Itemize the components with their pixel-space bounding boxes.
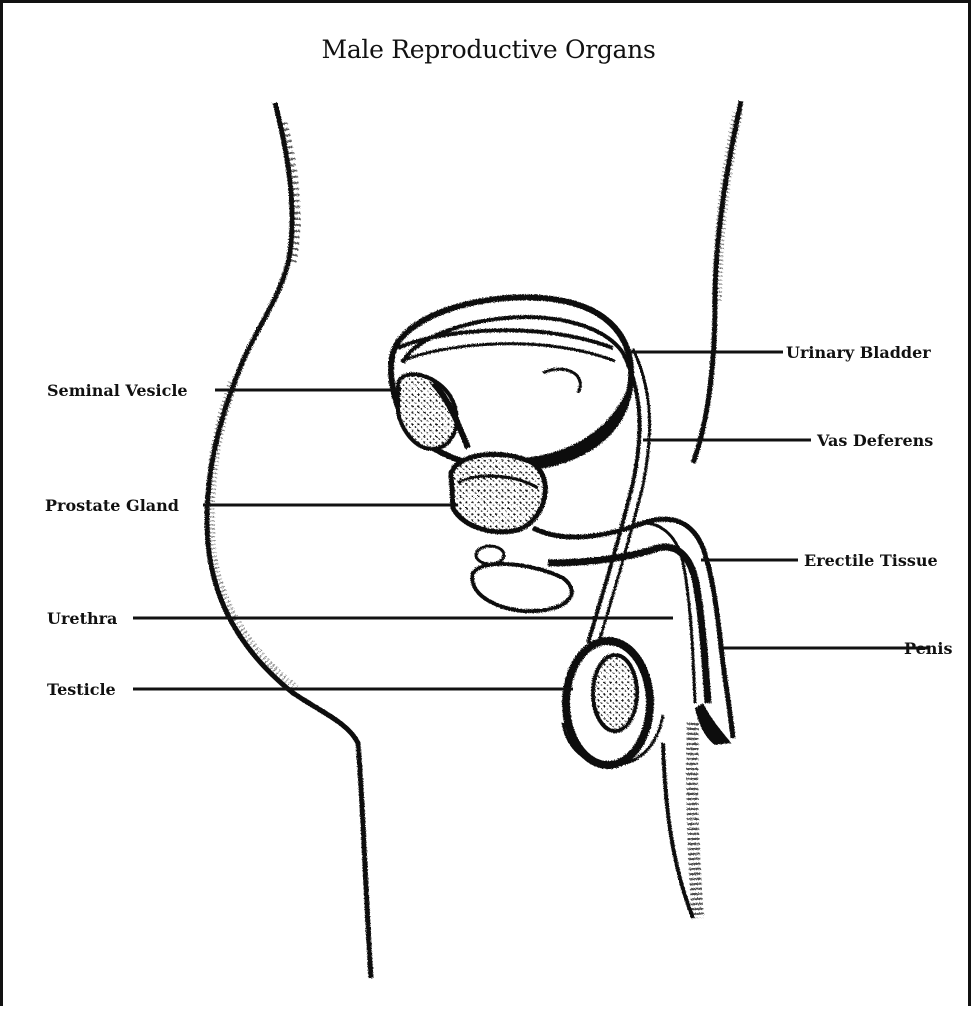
label-penis: Penis — [904, 639, 953, 659]
prostate-gland-shape — [451, 454, 545, 532]
body-outline-left — [207, 103, 371, 978]
label-seminal-vesicle: Seminal Vesicle — [47, 381, 188, 401]
label-prostate-gland: Prostate Gland — [45, 496, 179, 516]
label-erectile-tissue: Erectile Tissue — [804, 551, 938, 571]
label-urinary-bladder: Urinary Bladder — [786, 343, 931, 363]
label-urethra: Urethra — [47, 609, 117, 629]
testicle-shape — [563, 641, 663, 765]
label-vas-deferens: Vas Deferens — [817, 431, 933, 451]
label-testicle: Testicle — [47, 680, 116, 700]
body-outline-right — [663, 101, 741, 918]
